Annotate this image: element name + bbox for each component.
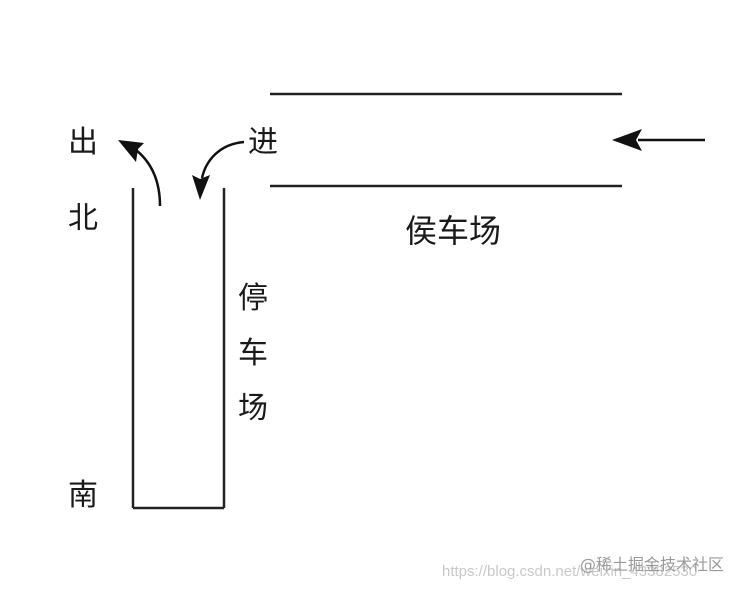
parking-lot-label-char-3: 场 [238, 391, 268, 426]
north-label: 北 [68, 201, 98, 236]
parking-lot-label-char-2: 车 [238, 336, 268, 371]
incoming-arrow-icon [612, 129, 705, 151]
parking-lot-outline [131, 188, 226, 510]
watermark-brand: @稀土掘金技术社区 [580, 555, 724, 574]
parking-lot-label-char-1: 停 [238, 281, 268, 316]
watermark-url: https://blog.csdn.net/weixin_43382530 [442, 563, 697, 580]
exit-arrow-icon [118, 140, 162, 207]
waiting-area-label: 侯车场 [405, 212, 501, 250]
enter-arrow-icon [192, 140, 245, 200]
south-label: 南 [68, 478, 98, 513]
enter-label: 进 [248, 125, 278, 160]
exit-label: 出 [68, 125, 98, 160]
